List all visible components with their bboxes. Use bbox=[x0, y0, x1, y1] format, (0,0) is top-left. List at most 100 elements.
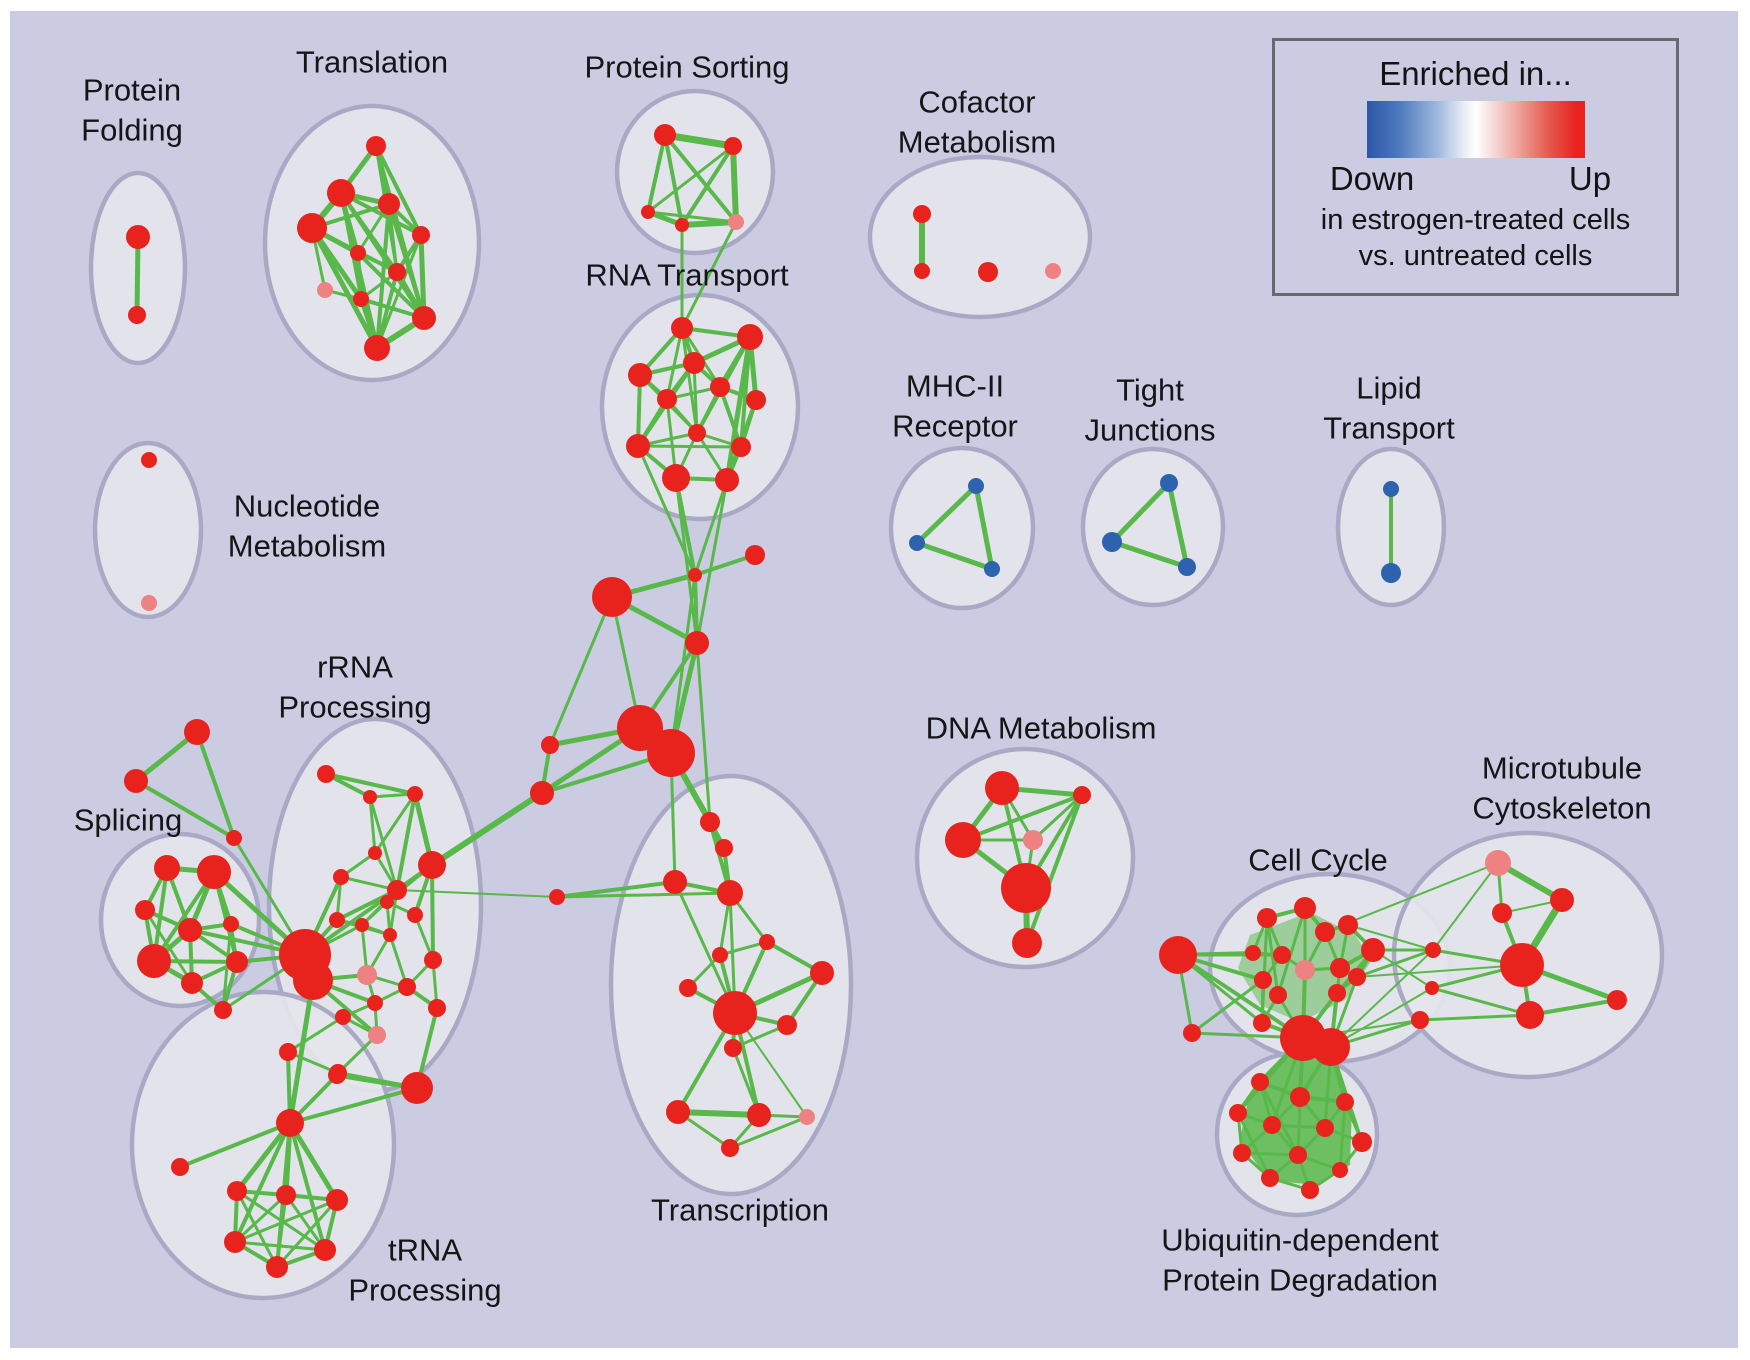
edge-mh2-mh3 bbox=[916, 540, 993, 572]
legend-caption-line1: in estrogen-treated cells bbox=[1320, 204, 1631, 236]
edge-r2-r4 bbox=[368, 796, 377, 854]
node-m12 bbox=[368, 1026, 386, 1044]
node-s9 bbox=[214, 1001, 232, 1019]
node-rt11 bbox=[662, 464, 690, 492]
edge-tj1-tj3 bbox=[1166, 482, 1190, 568]
cluster-label-microtubule-cytoskeleton-line2: Cytoskeleton bbox=[1472, 791, 1651, 826]
node-cc16 bbox=[1253, 1014, 1271, 1032]
node-t7 bbox=[388, 263, 406, 281]
node-d1 bbox=[985, 771, 1019, 805]
node-x14 bbox=[799, 1109, 815, 1125]
node-t8 bbox=[317, 282, 333, 298]
edge-r3-r4 bbox=[373, 793, 417, 854]
node-r6 bbox=[387, 880, 407, 900]
node-x11 bbox=[724, 1039, 742, 1057]
node-rt10 bbox=[731, 437, 751, 457]
legend-up-label: Up bbox=[1568, 160, 1612, 197]
node-c8 bbox=[530, 781, 554, 805]
node-t2 bbox=[327, 179, 355, 207]
edge-m5-m8 bbox=[388, 934, 409, 988]
cluster-label-splicing: Splicing bbox=[74, 803, 183, 838]
node-s4 bbox=[178, 918, 202, 942]
node-tj3 bbox=[1178, 558, 1196, 576]
node-u6 bbox=[1316, 1119, 1334, 1137]
node-mt8 bbox=[1425, 981, 1439, 995]
node-cc10 bbox=[1348, 968, 1366, 986]
node-x6 bbox=[712, 947, 728, 963]
node-mt7 bbox=[1425, 942, 1441, 958]
edge-u8-u9 bbox=[1241, 1151, 1299, 1157]
node-m10 bbox=[428, 999, 446, 1017]
legend-caption-line2: vs. untreated cells bbox=[1358, 240, 1593, 272]
node-mh1 bbox=[968, 478, 984, 494]
node-x4 bbox=[717, 880, 743, 906]
node-mt5 bbox=[1516, 1001, 1544, 1029]
edge-cc4-mt7 bbox=[1347, 924, 1434, 951]
cluster-label-protein-sorting: Protein Sorting bbox=[584, 50, 789, 85]
node-m3 bbox=[380, 895, 394, 909]
node-u9 bbox=[1289, 1146, 1307, 1164]
node-t9 bbox=[353, 291, 369, 307]
node-ps4 bbox=[675, 218, 689, 232]
edge-cc10-mt4 bbox=[1356, 964, 1523, 978]
cluster-label-cofactor-metabolism-line1: Cofactor bbox=[918, 85, 1035, 120]
node-u7 bbox=[1352, 1132, 1372, 1152]
node-u4 bbox=[1229, 1104, 1247, 1122]
cluster-label-ubiquitin-dependent-protein-degradation-line2: Protein Degradation bbox=[1162, 1263, 1438, 1298]
node-r7 bbox=[418, 851, 446, 879]
node-x15 bbox=[721, 1139, 739, 1157]
edge-cc10-mt7 bbox=[1356, 948, 1434, 979]
node-u3 bbox=[1336, 1093, 1354, 1111]
edge-rt2-rt12 bbox=[724, 336, 753, 481]
cluster-ellipse-tight-junctions bbox=[1080, 446, 1226, 608]
node-mt3 bbox=[1492, 903, 1512, 923]
node-lt2 bbox=[1381, 563, 1401, 583]
node-rt7 bbox=[746, 390, 766, 410]
node-k4 bbox=[224, 1231, 246, 1253]
node-nm1 bbox=[141, 452, 157, 468]
edge-ps2-ps5 bbox=[730, 145, 739, 223]
edge-x12-x13 bbox=[677, 1109, 760, 1118]
node-ps5 bbox=[728, 214, 744, 230]
node-r2 bbox=[363, 790, 377, 804]
node-cf4 bbox=[1045, 263, 1061, 279]
legend: Enriched in... Down Up in estrogen-treat… bbox=[1272, 38, 1679, 296]
node-d3 bbox=[945, 822, 981, 858]
edge-h1-k1 bbox=[235, 1121, 292, 1193]
edge-t6-t10 bbox=[356, 251, 426, 320]
node-x7 bbox=[810, 961, 834, 985]
cluster-label-microtubule-cytoskeleton-line1: Microtubule bbox=[1482, 751, 1642, 786]
edge-d2-d6 bbox=[1025, 794, 1084, 944]
node-u2 bbox=[1290, 1087, 1310, 1107]
node-cf1 bbox=[913, 205, 931, 223]
edge-x14-x15 bbox=[729, 1115, 808, 1150]
edge-u4-u11 bbox=[1236, 1112, 1272, 1179]
node-d2 bbox=[1073, 786, 1091, 804]
edge-t1-t5 bbox=[374, 145, 423, 236]
node-u8 bbox=[1233, 1144, 1251, 1162]
edge-mt5-mt6 bbox=[1529, 998, 1618, 1017]
node-g2 bbox=[293, 960, 333, 1000]
node-nm2 bbox=[141, 595, 157, 611]
node-c1 bbox=[688, 568, 702, 582]
edge-tj2-tj3 bbox=[1111, 539, 1188, 570]
node-ps3 bbox=[641, 205, 655, 219]
node-mt9 bbox=[1411, 1011, 1429, 1029]
node-rt12 bbox=[715, 468, 739, 492]
node-tr2 bbox=[124, 769, 148, 793]
node-rt8 bbox=[688, 424, 706, 442]
node-s6 bbox=[223, 916, 239, 932]
cluster-ellipse-trna-processing bbox=[129, 989, 397, 1301]
node-cc4 bbox=[1338, 915, 1358, 935]
edge-mt1-mt7 bbox=[1432, 862, 1499, 951]
node-pf1 bbox=[126, 225, 150, 249]
node-t5 bbox=[412, 226, 430, 244]
node-cc3 bbox=[1315, 922, 1335, 942]
edge-d2-d4 bbox=[1031, 793, 1084, 842]
node-c6 bbox=[647, 729, 695, 777]
cluster-label-tight-junctions-line1: Tight bbox=[1116, 373, 1184, 408]
edge-h1-k3 bbox=[287, 1121, 340, 1202]
node-cc11 bbox=[1254, 971, 1272, 989]
node-c9 bbox=[549, 889, 565, 905]
node-cc8 bbox=[1295, 960, 1315, 980]
